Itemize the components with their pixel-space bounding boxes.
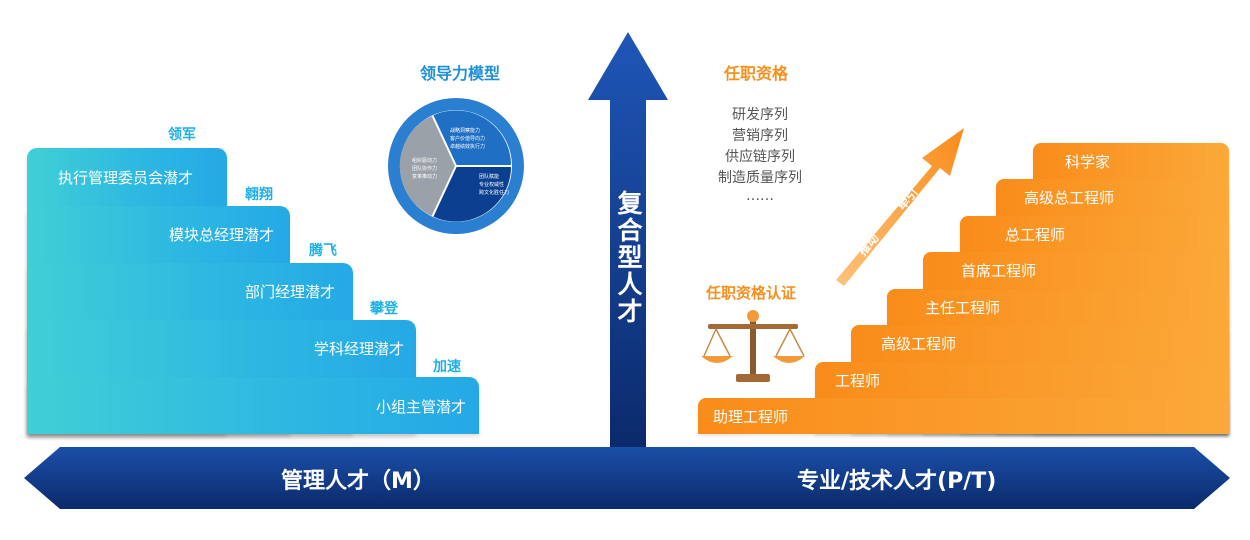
composite-talent-label: 复合型人才 — [614, 190, 643, 325]
tech-step-2-label: 工程师 — [835, 372, 881, 390]
pie-segment-top — [432, 110, 512, 166]
mgmt-step-4-label: 学科经理潜才 — [314, 340, 405, 358]
pie-divider-3 — [431, 165, 457, 217]
diagonal-arrow-shape — [836, 128, 964, 286]
mgmt-tag-3: 腾飞 — [309, 243, 337, 259]
tech-step-6-label: 总工程师 — [1005, 226, 1066, 244]
tech-step-3-label: 高级工程师 — [881, 335, 957, 353]
mgmt-step-1-label: 执行管理委员会潜才 — [58, 169, 194, 187]
pie-top-text-2: 客户价值导向力 — [450, 135, 485, 142]
pie-left-text-1: 组织驱动力 — [412, 157, 437, 164]
sequence-item: 研发序列 — [732, 107, 788, 123]
mgmt-tag-5: 加速 — [433, 359, 461, 375]
pie-top-text-3: 卓越绩效执行力 — [450, 143, 485, 150]
technical-talent-label: 专业/技术人才(P/T) — [797, 469, 997, 494]
vertical-arrow — [588, 32, 668, 448]
pie-divider-1 — [431, 115, 457, 167]
leadership-model-pie: 战略洞察能力 客户价值导向力 卓越绩效执行力 团队赋能 专业权威性 跨文化胜任力… — [388, 98, 524, 234]
tech-step-8-label: 科学家 — [1065, 153, 1111, 171]
tech-step-1-label: 助理工程师 — [713, 408, 789, 426]
diagonal-arrow — [836, 128, 964, 286]
pie-segment-left — [399, 115, 456, 217]
sequence-item: 供应链序列 — [725, 149, 795, 165]
mgmt-step-5-label: 小组主管潜才 — [376, 398, 467, 416]
qualification-title: 任职资格 — [724, 64, 789, 83]
tech-step-4-label: 主任工程师 — [925, 299, 1001, 317]
vertical-arrow-shape — [588, 32, 668, 448]
bottom-arrow-shape — [24, 447, 1230, 509]
scales-icon — [701, 310, 805, 382]
sequence-item: 制造质量序列 — [718, 170, 802, 186]
mgmt-step-2-label: 模块总经理潜才 — [169, 226, 275, 244]
pie-top-text-1: 战略洞察能力 — [450, 127, 480, 134]
mgmt-step-3-label: 部门经理潜才 — [245, 283, 336, 301]
mgmt-step-5 — [27, 377, 479, 434]
pie-left-text-3: 变革推动力 — [412, 173, 437, 180]
sequence-item: …… — [746, 188, 774, 204]
qualification-cert-label: 任职资格认证 — [706, 284, 797, 302]
management-talent-label: 管理人才（M） — [281, 469, 435, 494]
pie-segment-bottom — [432, 166, 512, 222]
pie-bottom-text-1: 团队赋能 — [479, 173, 499, 180]
tech-step-1 — [698, 398, 1229, 434]
tech-step-5-label: 首席工程师 — [961, 262, 1037, 280]
leadership-model-title: 领导力模型 — [420, 64, 501, 83]
bottom-double-arrow — [24, 447, 1230, 509]
pie-bottom-text-2: 专业权威性 — [479, 181, 504, 188]
tech-step-7-label: 高级总工程师 — [1024, 189, 1115, 207]
mgmt-tag-2: 翱翔 — [245, 187, 273, 203]
pie-left-text-2: 团队协作力 — [412, 165, 437, 172]
sequence-item: 营销序列 — [732, 128, 788, 144]
mgmt-tag-4: 攀登 — [370, 301, 398, 317]
mgmt-tag-1: 领军 — [168, 127, 196, 143]
pie-bottom-text-3: 跨文化胜任力 — [479, 189, 509, 196]
